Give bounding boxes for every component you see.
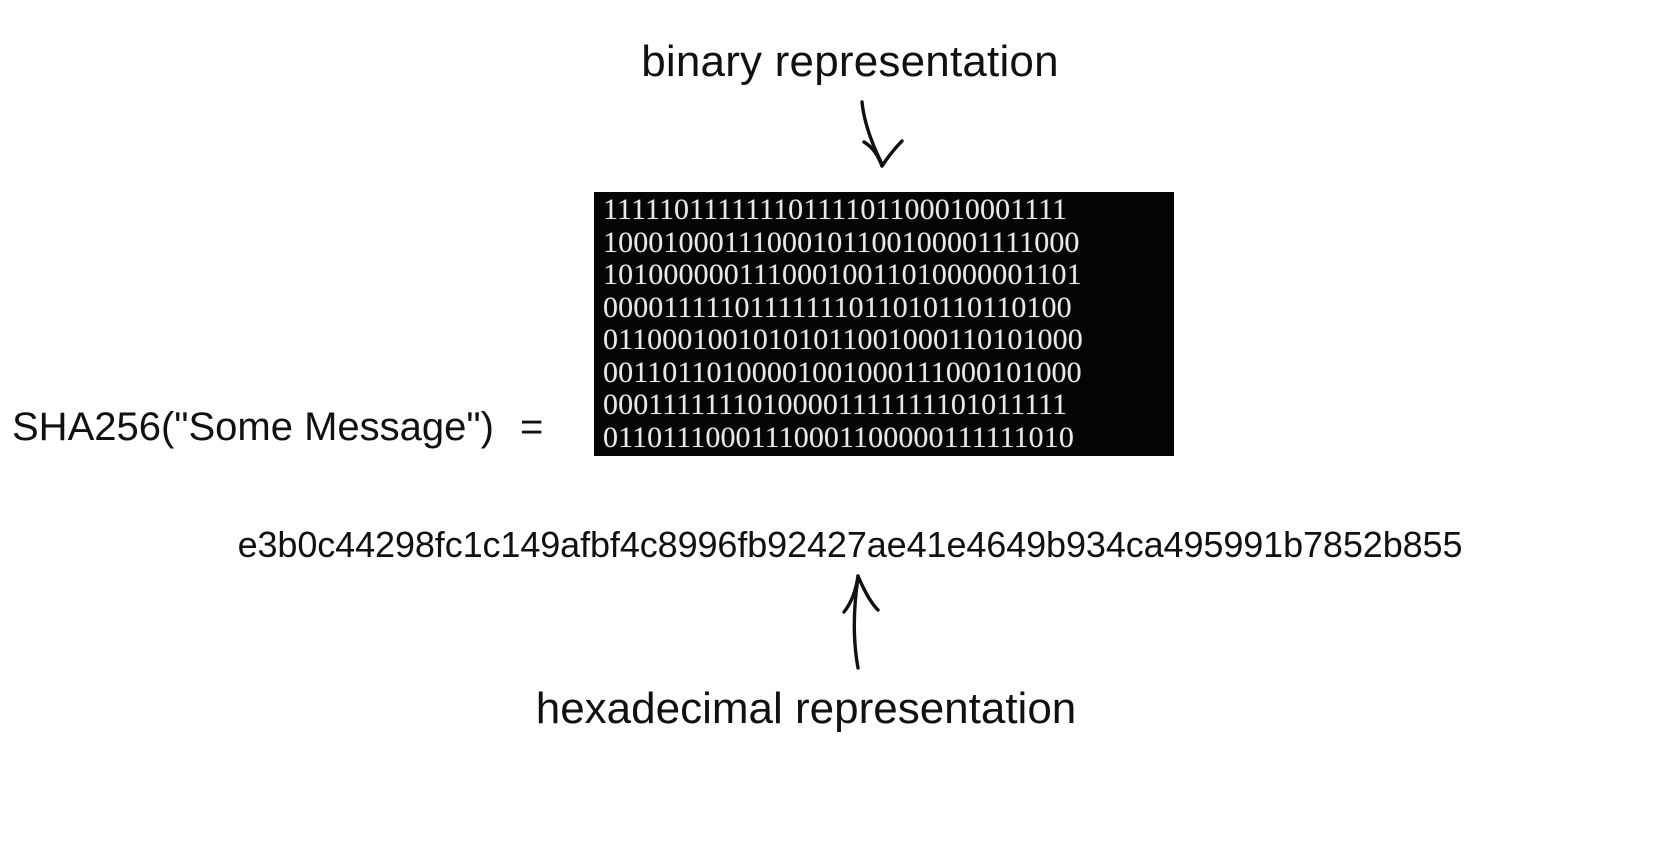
binary-representation-caption-text: binary representation	[641, 37, 1059, 86]
hexadecimal-representation-caption-text: hexadecimal representation	[535, 684, 1077, 733]
hex-digest-value: e3b0c44298fc1c149afbf4c8996fb92427ae41e4…	[0, 524, 1672, 565]
equals-sign: =	[519, 405, 544, 449]
sha256-expression-text: SHA256("Some Message")	[12, 405, 494, 449]
arrow-up-icon	[810, 560, 930, 685]
binary-row: 01101110001110001100000111111010	[603, 420, 1074, 454]
binary-row: 00011111110100001111111101011111	[603, 388, 1068, 421]
binary-digits-block: 11111011111110111101100010001111 1000100…	[594, 192, 1174, 456]
hex-digest-text: e3b0c44298fc1c149afbf4c8996fb92427ae41e4…	[237, 524, 1463, 565]
binary-row: 01100010010101011001000110101000	[603, 323, 1083, 356]
binary-representation-caption: binary representation	[0, 37, 1672, 86]
binary-rows-container: 11111011111110111101100010001111 1000100…	[603, 193, 1169, 454]
binary-row: 00110110100001001000111000101000	[603, 355, 1082, 389]
arrow-down-icon	[820, 100, 940, 195]
binary-row: 11111011111110111101100010001111	[603, 193, 1068, 226]
sha256-expression: SHA256("Some Message") =	[12, 404, 543, 450]
binary-row: 00001111101111111011010110110100	[603, 290, 1072, 324]
hexadecimal-representation-caption: hexadecimal representation	[0, 684, 1672, 733]
binary-row: 10100000011100010011010000001101	[603, 258, 1082, 291]
binary-row: 10001000111000101100100001111000	[603, 225, 1080, 259]
